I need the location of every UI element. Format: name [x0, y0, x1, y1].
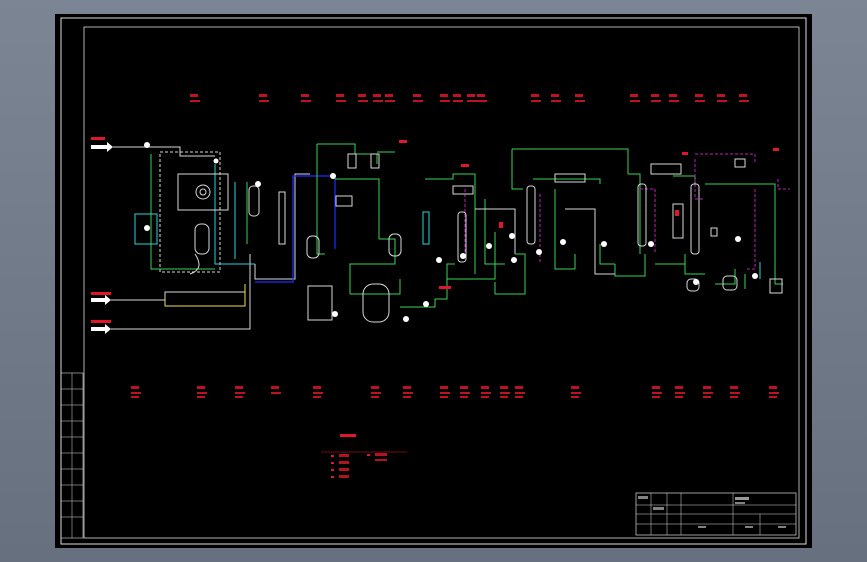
inner-frame	[83, 26, 800, 539]
outer-frame	[60, 17, 807, 545]
pipelines	[111, 143, 790, 330]
bottom-labels	[131, 386, 779, 398]
arrow-icon	[91, 320, 111, 334]
tank-icon	[307, 275, 783, 323]
arrow-icon	[91, 292, 111, 305]
inline-tags	[399, 140, 779, 289]
top-labels	[190, 94, 749, 102]
legend	[321, 434, 407, 478]
revision-strip	[60, 372, 84, 539]
reactor	[134, 173, 229, 275]
valve-icon	[144, 142, 758, 322]
process-flow-diagram	[60, 17, 807, 545]
column-icon	[248, 153, 746, 263]
title-block	[635, 492, 797, 536]
arrow-icon	[91, 137, 113, 152]
drawing-sheet[interactable]	[55, 14, 812, 548]
